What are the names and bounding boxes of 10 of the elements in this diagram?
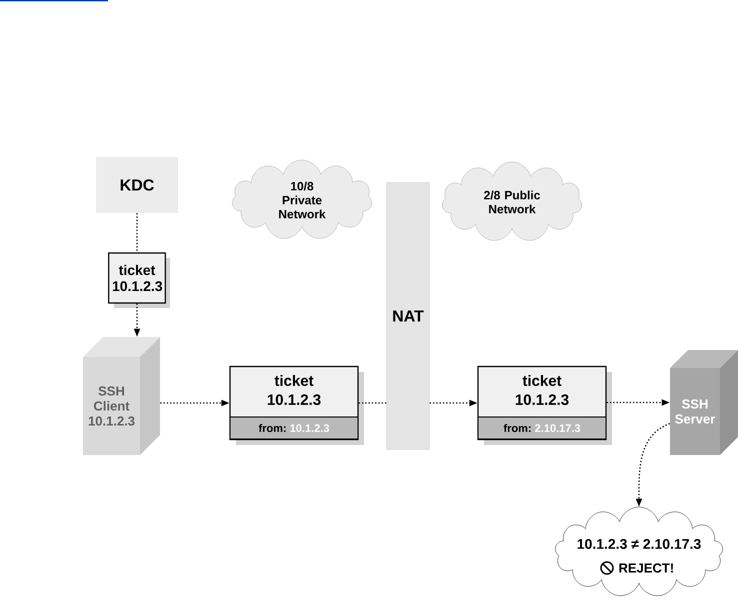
cloud: 2/8 Public Network [442, 162, 582, 241]
server-box: KDC [96, 157, 178, 213]
ticket-box: ticket 10.1.2.3 from: 2.10.17.3 [477, 366, 612, 445]
ticket-box: ticket 10.1.2.3 [108, 252, 170, 308]
ticket-box: ticket 10.1.2.3 from: 10.1.2.3 [229, 366, 364, 445]
nat-bar: NAT [386, 182, 430, 450]
server-cube: SSH Server [670, 350, 738, 455]
cloud: 10/8 Private Network [232, 160, 372, 239]
cloud: 10.1.2.3 ≠ 2.10.17.3 REJECT! [555, 506, 723, 596]
server-cube: SSH Client 10.1.2.3 [83, 337, 160, 455]
